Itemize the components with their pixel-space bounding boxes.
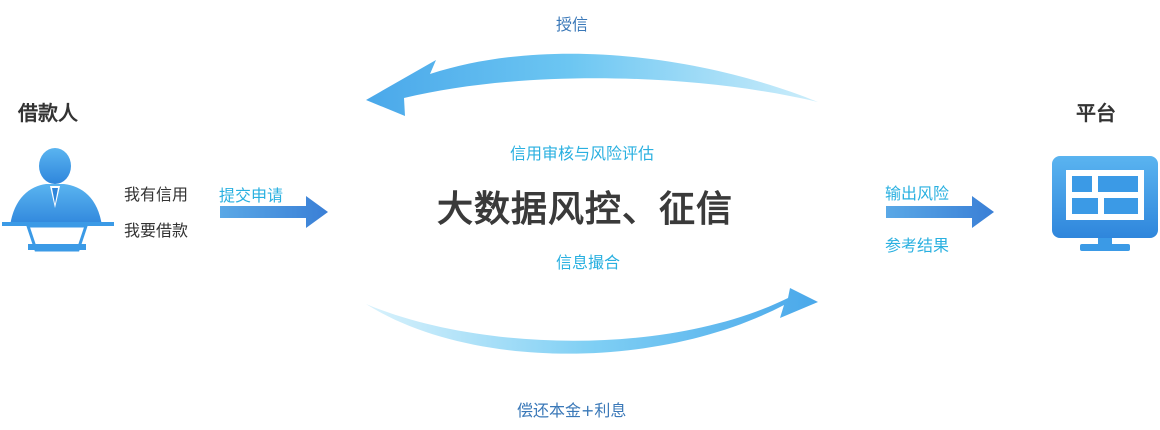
center-main-title: 大数据风控、征信 [437, 189, 734, 230]
borrower-title: 借款人 [18, 101, 78, 125]
platform-title: 平台 [1076, 101, 1116, 125]
curved-arrow-bottom [366, 288, 818, 354]
curved-arrow-top [366, 53, 818, 116]
output-arrow [886, 196, 994, 228]
reference-result-label: 参考结果 [885, 236, 950, 255]
output-risk-label: 输出风险 [885, 184, 950, 203]
credit-grant-label: 授信 [556, 15, 589, 34]
borrower-line-2: 我要借款 [124, 221, 189, 240]
risk-assessment-label: 信用审核与风险评估 [510, 144, 655, 163]
submit-arrow [220, 196, 328, 228]
borrower-line-1: 我有信用 [124, 185, 189, 204]
monitor-icon [1052, 156, 1158, 251]
submit-label: 提交申请 [219, 186, 284, 205]
person-icon [2, 148, 114, 252]
matching-label: 信息撮合 [556, 253, 621, 272]
repayment-label: 偿还本金+利息 [517, 401, 627, 420]
